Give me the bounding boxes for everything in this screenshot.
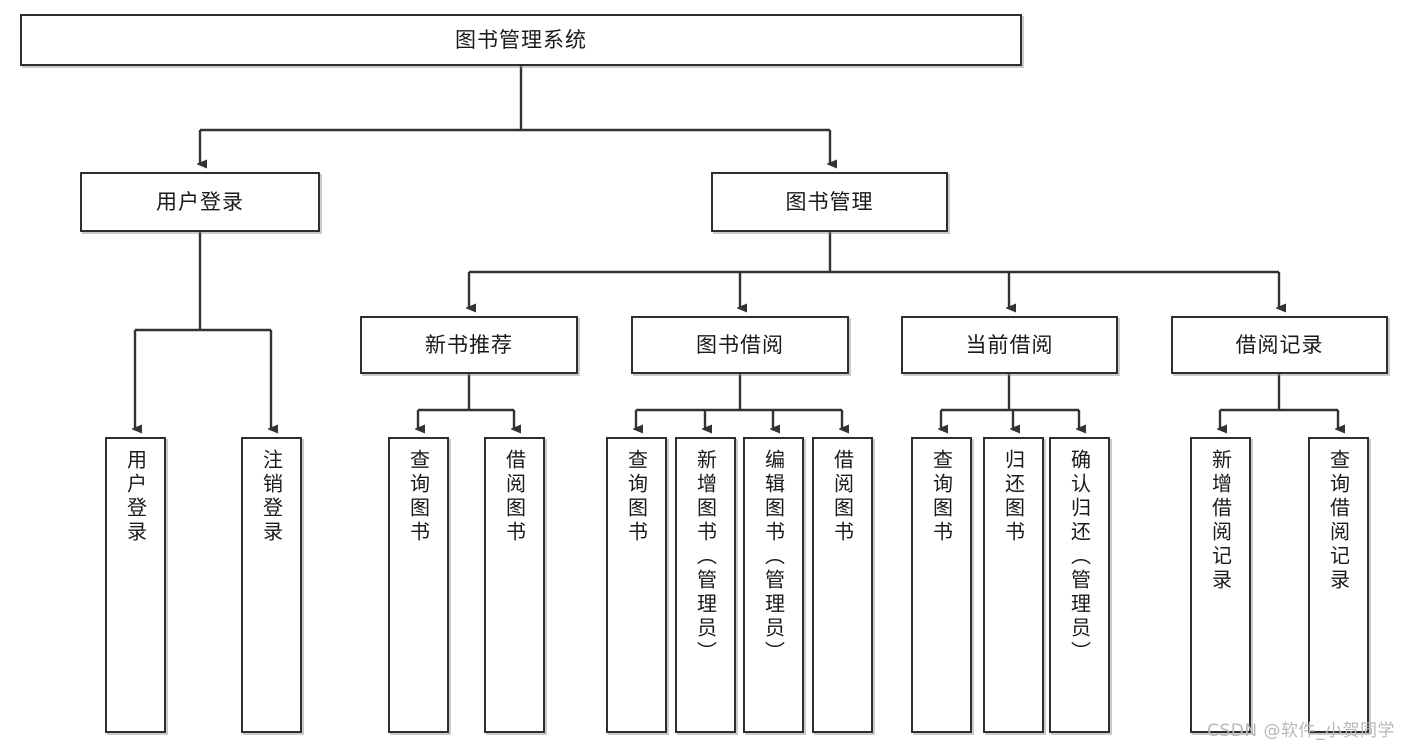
node-borrow-record-label: 借阅记录 xyxy=(1235,332,1324,357)
leaf-rec-add[interactable]: 新增借阅记录 xyxy=(1190,437,1251,733)
leaf-user-logout[interactable]: 注销登录 xyxy=(241,437,302,733)
leaf-rec-add-label: 新增借阅记录 xyxy=(1208,449,1233,593)
node-root[interactable]: 图书管理系统 xyxy=(20,14,1022,66)
node-borrow-record[interactable]: 借阅记录 xyxy=(1171,316,1388,374)
leaf-cur-return[interactable]: 归还图书 xyxy=(983,437,1044,733)
leaf-rec-query[interactable]: 查询图书 xyxy=(388,437,449,733)
leaf-user-login[interactable]: 用户登录 xyxy=(105,437,166,733)
leaf-borrow-edit-label: 编辑图书（管理员） xyxy=(761,449,786,665)
leaf-cur-query[interactable]: 查询图书 xyxy=(911,437,972,733)
leaf-borrow-add-label: 新增图书（管理员） xyxy=(693,449,718,665)
leaf-rec-search-label: 查询借阅记录 xyxy=(1326,449,1351,593)
node-book-manage[interactable]: 图书管理 xyxy=(711,172,948,232)
leaf-user-login-label: 用户登录 xyxy=(123,449,148,545)
node-current-borrow-label: 当前借阅 xyxy=(965,332,1054,357)
node-book-borrow-label: 图书借阅 xyxy=(696,332,784,357)
node-new-book-recommend-label: 新书推荐 xyxy=(425,332,513,357)
node-book-borrow[interactable]: 图书借阅 xyxy=(631,316,849,374)
leaf-rec-query-label: 查询图书 xyxy=(406,449,431,545)
leaf-borrow-query[interactable]: 查询图书 xyxy=(606,437,667,733)
node-book-manage-label: 图书管理 xyxy=(785,189,874,214)
leaf-cur-confirm[interactable]: 确认归还（管理员） xyxy=(1049,437,1110,733)
leaf-cur-return-label: 归还图书 xyxy=(1001,449,1026,545)
node-new-book-recommend[interactable]: 新书推荐 xyxy=(360,316,578,374)
leaf-rec-borrow[interactable]: 借阅图书 xyxy=(484,437,545,733)
node-user-login-label: 用户登录 xyxy=(156,189,244,214)
leaf-cur-confirm-label: 确认归还（管理员） xyxy=(1067,449,1092,665)
leaf-borrow-borrow-label: 借阅图书 xyxy=(830,449,855,545)
node-user-login[interactable]: 用户登录 xyxy=(80,172,320,232)
leaf-cur-query-label: 查询图书 xyxy=(929,449,954,545)
node-root-label: 图书管理系统 xyxy=(455,27,587,52)
leaf-rec-search[interactable]: 查询借阅记录 xyxy=(1308,437,1369,733)
leaf-borrow-borrow[interactable]: 借阅图书 xyxy=(812,437,873,733)
node-current-borrow[interactable]: 当前借阅 xyxy=(901,316,1118,374)
leaf-user-logout-label: 注销登录 xyxy=(259,449,284,545)
leaf-borrow-edit[interactable]: 编辑图书（管理员） xyxy=(743,437,804,733)
watermark: CSDN @软件_小贺同学 xyxy=(1207,721,1395,741)
leaf-borrow-add[interactable]: 新增图书（管理员） xyxy=(675,437,736,733)
leaf-borrow-query-label: 查询图书 xyxy=(624,449,649,545)
leaf-rec-borrow-label: 借阅图书 xyxy=(502,449,527,545)
